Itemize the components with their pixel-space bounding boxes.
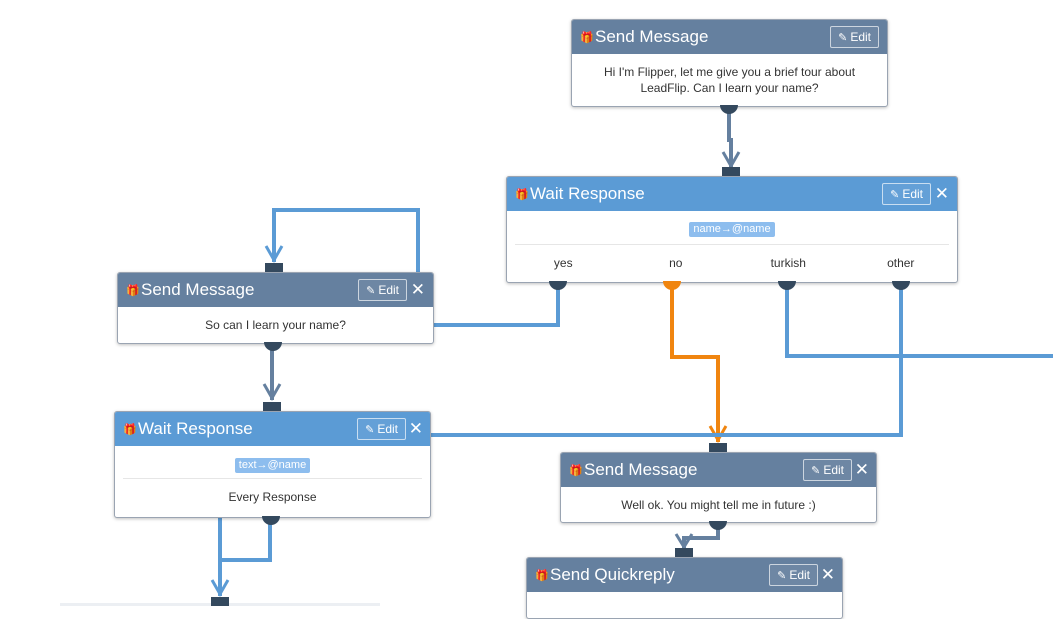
close-icon[interactable]: ✕ [408, 419, 423, 438]
wire-no-to-send3[interactable] [670, 285, 720, 442]
pencil-icon: ✎ [890, 188, 900, 201]
response-options: yes no turkish other [507, 245, 957, 281]
node-header[interactable]: 🎁 Wait Response ✎ Edit ✕ [507, 177, 957, 211]
pencil-icon: ✎ [811, 464, 821, 477]
node-send-quickreply[interactable]: 🎁 Send Quickreply ✎ Edit ✕ [526, 557, 843, 619]
pencil-icon: ✎ [366, 284, 376, 297]
close-icon[interactable]: ✕ [820, 565, 835, 584]
edit-label: Edit [823, 463, 844, 477]
edit-label: Edit [378, 283, 399, 297]
node-wait-response-text[interactable]: 🎁 Wait Response ✎ Edit ✕ text→@name Ever… [114, 411, 431, 518]
option-turkish: turkish [770, 256, 806, 270]
node-send-message-future[interactable]: 🎁 Send Message ✎ Edit ✕ Well ok. You mig… [560, 452, 877, 523]
message-text: Well ok. You might tell me in future :) [621, 498, 816, 512]
input-port[interactable] [265, 263, 283, 272]
edit-label: Edit [789, 568, 810, 582]
wire-arrow [708, 425, 728, 444]
output-port[interactable] [720, 105, 738, 114]
wire-arrow [210, 579, 230, 598]
option-no: no [669, 256, 683, 270]
node-title: Send Message [584, 460, 698, 479]
wire-arrow [262, 383, 282, 402]
node-title: Wait Response [530, 184, 645, 203]
node-title: Send Message [141, 280, 255, 299]
edit-label: Edit [850, 30, 871, 44]
edit-label: Edit [377, 422, 398, 436]
node-header[interactable]: 🎁 Wait Response ✎ Edit ✕ [115, 412, 430, 446]
pencil-icon: ✎ [777, 569, 787, 582]
wire-arrow [264, 245, 284, 264]
wire-wait2-out-right[interactable] [220, 517, 272, 562]
gift-icon: 🎁 [126, 284, 140, 297]
divider [515, 244, 949, 245]
node-header[interactable]: 🎁 Send Message ✎ Edit ✕ [118, 273, 433, 307]
option-yes: yes [553, 256, 573, 270]
wire-yes-to-send2[interactable] [432, 285, 560, 327]
gift-icon: 🎁 [569, 464, 583, 477]
gift-icon: 🎁 [580, 31, 594, 44]
edit-button[interactable]: ✎ Edit [357, 418, 406, 440]
wire-arrow [674, 533, 694, 550]
edit-button[interactable]: ✎ Edit [769, 564, 818, 586]
node-send-message-ask-name[interactable]: 🎁 Send Message ✎ Edit ✕ So can I learn y… [117, 272, 434, 344]
option-other: other [887, 256, 915, 270]
node-header[interactable]: 🎁 Send Message ✎ Edit [572, 20, 887, 54]
output-port[interactable] [264, 342, 282, 351]
pencil-icon: ✎ [365, 423, 375, 436]
input-port[interactable] [722, 167, 740, 176]
close-icon[interactable]: ✕ [410, 280, 425, 299]
input-port[interactable] [709, 443, 727, 452]
response-options: Every Response [115, 479, 430, 515]
variable-row: text→@name [115, 446, 430, 478]
close-icon[interactable]: ✕ [934, 184, 949, 203]
output-port-turkish[interactable] [778, 281, 796, 290]
edit-button[interactable]: ✎ Edit [358, 279, 407, 301]
node-title: Send Quickreply [550, 565, 675, 584]
node-title: Wait Response [138, 419, 253, 438]
variable-tag: text→@name [234, 458, 311, 473]
edit-button[interactable]: ✎ Edit [830, 26, 879, 48]
pencil-icon: ✎ [838, 31, 848, 44]
option-every-response: Every Response [228, 490, 317, 504]
node-header[interactable]: 🎁 Send Message ✎ Edit ✕ [561, 453, 876, 487]
gift-icon: 🎁 [535, 569, 549, 582]
variable-row: name→@name [507, 211, 957, 244]
divider [123, 478, 422, 479]
output-port-yes[interactable] [549, 281, 567, 290]
gift-icon: 🎁 [123, 423, 137, 436]
wire-send1-to-wait1[interactable] [727, 106, 733, 168]
node-title: Send Message [595, 27, 709, 46]
input-port[interactable] [263, 402, 281, 411]
input-port[interactable] [675, 548, 693, 557]
message-text: Hi I'm Flipper, let me give you a brief … [603, 65, 856, 95]
output-port-other[interactable] [892, 281, 910, 290]
close-icon[interactable]: ✕ [854, 460, 869, 479]
message-text: So can I learn your name? [205, 318, 346, 332]
node-send-message-intro[interactable]: 🎁 Send Message ✎ Edit Hi I'm Flipper, le… [571, 19, 888, 107]
gift-icon: 🎁 [515, 188, 529, 201]
wire-turkish-offscreen[interactable] [785, 285, 1053, 358]
edit-button[interactable]: ✎ Edit [803, 459, 852, 481]
input-port-next[interactable] [211, 597, 229, 606]
variable-tag: name→@name [689, 222, 775, 237]
edit-button[interactable]: ✎ Edit [882, 183, 931, 205]
wire-arrow [721, 151, 741, 170]
output-port[interactable] [709, 521, 727, 530]
output-port-no[interactable] [663, 281, 681, 290]
wire-other-to-wait2[interactable] [428, 285, 903, 437]
output-port[interactable] [262, 516, 280, 525]
wire-send3-to-quick1[interactable] [682, 522, 720, 548]
node-header[interactable]: 🎁 Send Quickreply ✎ Edit ✕ [527, 558, 842, 592]
edit-label: Edit [902, 187, 923, 201]
node-wait-response-name[interactable]: 🎁 Wait Response ✎ Edit ✕ name→@name yes … [506, 176, 958, 283]
